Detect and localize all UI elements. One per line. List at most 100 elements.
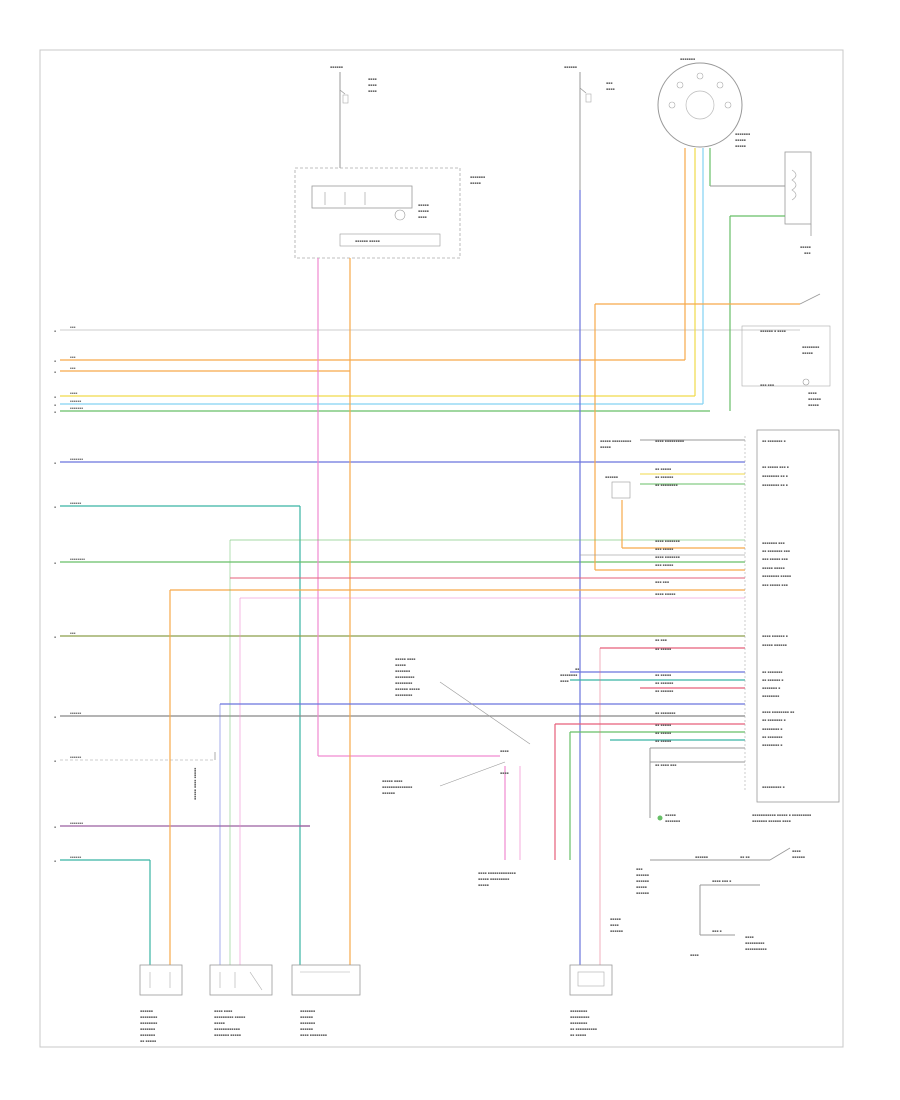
svg-text:▪▪▪▪▪▪▪: ▪▪▪▪▪▪▪ [300,1021,315,1025]
svg-text:▪: ▪ [54,635,56,639]
svg-text:▪▪▪▪▪▪▪▪: ▪▪▪▪▪▪▪▪ [140,1015,157,1019]
svg-text:▪▪ ▪▪▪▪▪▪▪ ▪: ▪▪ ▪▪▪▪▪▪▪ ▪ [762,439,786,443]
svg-text:▪▪▪▪▪▪▪: ▪▪▪▪▪▪▪ [735,132,750,136]
svg-text:▪▪ ▪▪▪▪ ▪▪▪: ▪▪ ▪▪▪▪ ▪▪▪ [655,763,676,767]
svg-text:▪▪▪▪▪▪▪▪▪: ▪▪▪▪▪▪▪▪▪ [395,675,414,679]
svg-text:▪▪▪▪ ▪▪▪▪▪▪▪▪▪▪▪▪▪: ▪▪▪▪ ▪▪▪▪▪▪▪▪▪▪▪▪▪ [478,871,516,875]
svg-text:▪: ▪ [54,395,56,399]
svg-text:▪▪▪▪▪ ▪▪▪▪: ▪▪▪▪▪ ▪▪▪▪ [382,779,402,783]
svg-text:▪▪▪▪▪: ▪▪▪▪▪ [418,203,429,207]
svg-text:▪: ▪ [54,759,56,763]
svg-text:▪▪▪▪▪▪▪▪ ▪▪ ▪: ▪▪▪▪▪▪▪▪ ▪▪ ▪ [762,483,788,487]
svg-text:▪▪ ▪▪▪▪▪▪▪▪▪▪: ▪▪ ▪▪▪▪▪▪▪▪▪▪ [570,1027,597,1031]
svg-text:▪▪▪▪▪: ▪▪▪▪▪ [802,351,813,355]
svg-text:▪: ▪ [54,561,56,565]
svg-text:▪▪▪▪▪▪▪▪: ▪▪▪▪▪▪▪▪ [560,673,577,677]
svg-text:▪▪▪: ▪▪▪ [70,355,76,359]
svg-text:▪▪▪▪▪▪: ▪▪▪▪▪▪ [636,891,649,895]
svg-text:▪▪ ▪▪▪▪▪: ▪▪ ▪▪▪▪▪ [655,467,671,471]
svg-text:▪: ▪ [54,403,56,407]
bus-wires [60,329,800,965]
svg-text:▪▪▪: ▪▪▪ [804,251,810,255]
svg-text:▪▪▪▪: ▪▪▪▪ [690,953,699,957]
svg-text:▪▪▪▪: ▪▪▪▪ [610,923,619,927]
svg-text:▪▪▪▪▪ ▪▪▪▪ ▪▪▪▪▪: ▪▪▪▪▪ ▪▪▪▪ ▪▪▪▪▪ [193,768,197,800]
svg-text:▪▪▪▪▪▪▪: ▪▪▪▪▪▪▪ [665,819,680,823]
svg-text:▪▪▪▪▪▪▪: ▪▪▪▪▪▪▪ [70,457,83,461]
svg-text:▪▪ ▪▪▪▪▪▪▪ ▪▪▪: ▪▪ ▪▪▪▪▪▪▪ ▪▪▪ [762,549,790,553]
svg-text:▪: ▪ [54,825,56,829]
svg-text:▪▪▪ ▪▪▪▪▪: ▪▪▪ ▪▪▪▪▪ [655,563,673,567]
svg-text:▪▪▪▪ ▪▪▪▪▪▪▪▪: ▪▪▪▪ ▪▪▪▪▪▪▪▪ [300,1033,327,1037]
svg-text:▪: ▪ [54,410,56,414]
svg-text:▪▪▪▪▪ ▪▪▪▪▪▪: ▪▪▪▪▪ ▪▪▪▪▪▪ [762,643,787,647]
svg-text:▪▪▪: ▪▪▪ [70,631,76,635]
svg-text:▪▪▪▪▪▪▪▪▪: ▪▪▪▪▪▪▪▪▪ [745,941,764,945]
svg-text:▪▪▪▪▪▪▪▪: ▪▪▪▪▪▪▪▪ [802,345,819,349]
svg-text:▪▪▪▪▪▪▪▪: ▪▪▪▪▪▪▪▪ [395,693,412,697]
svg-text:▪▪ ▪▪▪▪▪ ▪▪▪ ▪: ▪▪ ▪▪▪▪▪ ▪▪▪ ▪ [762,465,789,469]
svg-text:▪▪▪▪▪▪: ▪▪▪▪▪▪ [140,1009,153,1013]
right-side-components: ▪▪▪▪▪▪ ▪ ▪▪▪▪ ▪▪▪▪▪▪▪▪ ▪▪▪▪▪ ▪▪▪ ▪▪▪ ▪▪▪… [741,293,831,407]
svg-text:▪▪▪▪: ▪▪▪▪ [606,87,615,91]
svg-text:▪▪▪▪▪▪▪ ▪: ▪▪▪▪▪▪▪ ▪ [762,686,780,690]
svg-text:▪▪▪▪▪▪▪▪▪▪▪▪: ▪▪▪▪▪▪▪▪▪▪▪▪ [214,1027,240,1031]
sensor-right: ▪▪▪▪▪▪▪▪ ▪▪▪▪▪▪▪▪▪ ▪▪▪▪▪▪▪▪ ▪▪ ▪▪▪▪▪▪▪▪▪… [569,964,613,1037]
sensor-center-left: ▪▪▪▪ ▪▪▪▪ ▪▪▪▪▪▪▪▪▪ ▪▪▪▪▪ ▪▪▪▪▪ ▪▪▪▪▪▪▪▪… [209,964,273,1037]
svg-text:▪▪▪▪▪▪▪: ▪▪▪▪▪▪▪ [470,175,485,179]
svg-text:▪▪▪▪▪▪▪ ▪▪▪▪▪: ▪▪▪▪▪▪▪ ▪▪▪▪▪ [214,1033,241,1037]
svg-text:▪▪▪▪▪▪: ▪▪▪▪▪▪ [636,873,649,877]
svg-text:▪: ▪ [54,505,56,509]
svg-text:▪▪ ▪▪▪▪▪: ▪▪ ▪▪▪▪▪ [655,647,671,651]
svg-text:▪: ▪ [54,329,56,333]
svg-text:▪▪▪▪▪▪: ▪▪▪▪▪▪ [330,65,343,69]
svg-text:▪▪▪▪▪▪▪▪▪▪: ▪▪▪▪▪▪▪▪▪▪ [745,947,767,951]
svg-text:▪▪▪▪▪: ▪▪▪▪▪ [395,663,406,667]
svg-text:▪▪▪▪▪▪▪▪ ▪▪ ▪: ▪▪▪▪▪▪▪▪ ▪▪ ▪ [762,474,788,478]
svg-text:▪▪▪▪▪: ▪▪▪▪▪ [610,917,621,921]
svg-text:▪▪▪▪▪▪▪ ▪▪▪▪▪▪ ▪▪▪▪: ▪▪▪▪▪▪▪ ▪▪▪▪▪▪ ▪▪▪▪ [752,819,791,823]
svg-text:▪▪▪▪: ▪▪▪▪ [745,935,754,939]
svg-text:▪▪▪▪▪▪: ▪▪▪▪▪▪ [300,1027,313,1031]
svg-text:▪▪▪: ▪▪▪ [70,366,76,370]
svg-text:▪▪▪▪: ▪▪▪▪ [70,391,78,395]
svg-text:▪▪▪▪▪▪: ▪▪▪▪▪▪ [610,929,623,933]
svg-text:▪▪▪▪▪▪ ▪ ▪▪▪▪: ▪▪▪▪▪▪ ▪ ▪▪▪▪ [760,329,786,333]
svg-text:▪▪▪▪▪▪▪: ▪▪▪▪▪▪▪ [70,406,83,410]
svg-text:▪▪▪▪▪▪▪: ▪▪▪▪▪▪▪ [680,57,695,61]
svg-text:▪▪▪▪▪▪▪▪: ▪▪▪▪▪▪▪▪ [140,1021,157,1025]
svg-text:▪▪▪▪▪▪▪▪▪ ▪: ▪▪▪▪▪▪▪▪▪ ▪ [762,785,785,789]
relay-box: ▪▪▪▪▪▪ ▪▪▪▪▪ ▪▪▪▪▪▪▪ ▪▪▪▪▪ ▪▪▪▪▪ ▪▪▪▪▪ ▪… [294,167,485,259]
svg-text:▪▪▪▪▪: ▪▪▪▪▪ [800,245,811,249]
svg-text:▪▪▪: ▪▪▪ [636,867,642,871]
svg-text:▪▪▪▪▪ ▪▪▪▪▪▪▪▪▪: ▪▪▪▪▪ ▪▪▪▪▪▪▪▪▪ [600,439,631,443]
sensor-left: ▪▪▪▪▪▪ ▪▪▪▪▪▪▪▪ ▪▪▪▪▪▪▪▪ ▪▪▪▪▪▪▪ ▪▪▪▪▪▪▪… [139,964,183,1043]
svg-text:▪▪▪▪ ▪▪▪▪▪▪▪: ▪▪▪▪ ▪▪▪▪▪▪▪ [655,539,680,543]
svg-text:▪▪▪▪▪▪: ▪▪▪▪▪▪ [605,475,618,479]
svg-text:▪▪▪▪▪▪▪▪: ▪▪▪▪▪▪▪▪ [70,557,85,561]
svg-text:▪▪▪▪▪▪▪▪ ▪: ▪▪▪▪▪▪▪▪ ▪ [762,743,782,747]
svg-text:▪: ▪ [54,359,56,363]
svg-text:▪▪▪▪▪ ▪▪▪▪▪: ▪▪▪▪▪ ▪▪▪▪▪ [762,566,785,570]
svg-text:▪▪ ▪▪▪▪▪▪: ▪▪ ▪▪▪▪▪▪ [655,681,673,685]
svg-text:▪▪ ▪▪▪▪▪▪▪▪: ▪▪ ▪▪▪▪▪▪▪▪ [655,483,678,487]
svg-text:▪: ▪ [54,461,56,465]
svg-text:▪▪▪▪▪▪▪▪: ▪▪▪▪▪▪▪▪ [762,694,779,698]
svg-text:▪▪▪▪▪▪: ▪▪▪▪▪▪ [70,399,81,403]
svg-text:▪▪ ▪▪▪▪▪: ▪▪ ▪▪▪▪▪ [140,1039,156,1043]
svg-text:▪▪▪▪: ▪▪▪▪ [368,89,377,93]
svg-text:▪▪▪▪▪▪▪▪▪: ▪▪▪▪▪▪▪▪▪ [570,1015,589,1019]
svg-text:▪▪▪▪▪▪▪▪▪▪▪▪▪▪: ▪▪▪▪▪▪▪▪▪▪▪▪▪▪ [382,785,412,789]
svg-text:▪▪▪: ▪▪▪ [606,81,612,85]
svg-text:▪▪ ▪▪▪▪▪▪ ▪: ▪▪ ▪▪▪▪▪▪ ▪ [762,678,783,682]
svg-text:▪▪ ▪▪▪▪▪▪▪: ▪▪ ▪▪▪▪▪▪▪ [762,670,782,674]
svg-text:▪▪ ▪▪▪▪▪▪▪: ▪▪ ▪▪▪▪▪▪▪ [762,735,782,739]
svg-text:▪▪▪▪: ▪▪▪▪ [368,83,377,87]
svg-text:▪▪▪▪▪▪▪: ▪▪▪▪▪▪▪ [300,1009,315,1013]
diagram-border [39,49,844,1048]
svg-text:▪▪▪▪▪: ▪▪▪▪▪ [735,138,746,142]
svg-text:▪▪▪ ▪▪▪▪▪: ▪▪▪ ▪▪▪▪▪ [655,547,673,551]
svg-text:▪▪ ▪▪▪▪▪▪▪ ▪: ▪▪ ▪▪▪▪▪▪▪ ▪ [762,718,786,722]
svg-text:▪▪▪▪▪ ▪▪▪▪: ▪▪▪▪▪ ▪▪▪▪ [395,657,415,661]
